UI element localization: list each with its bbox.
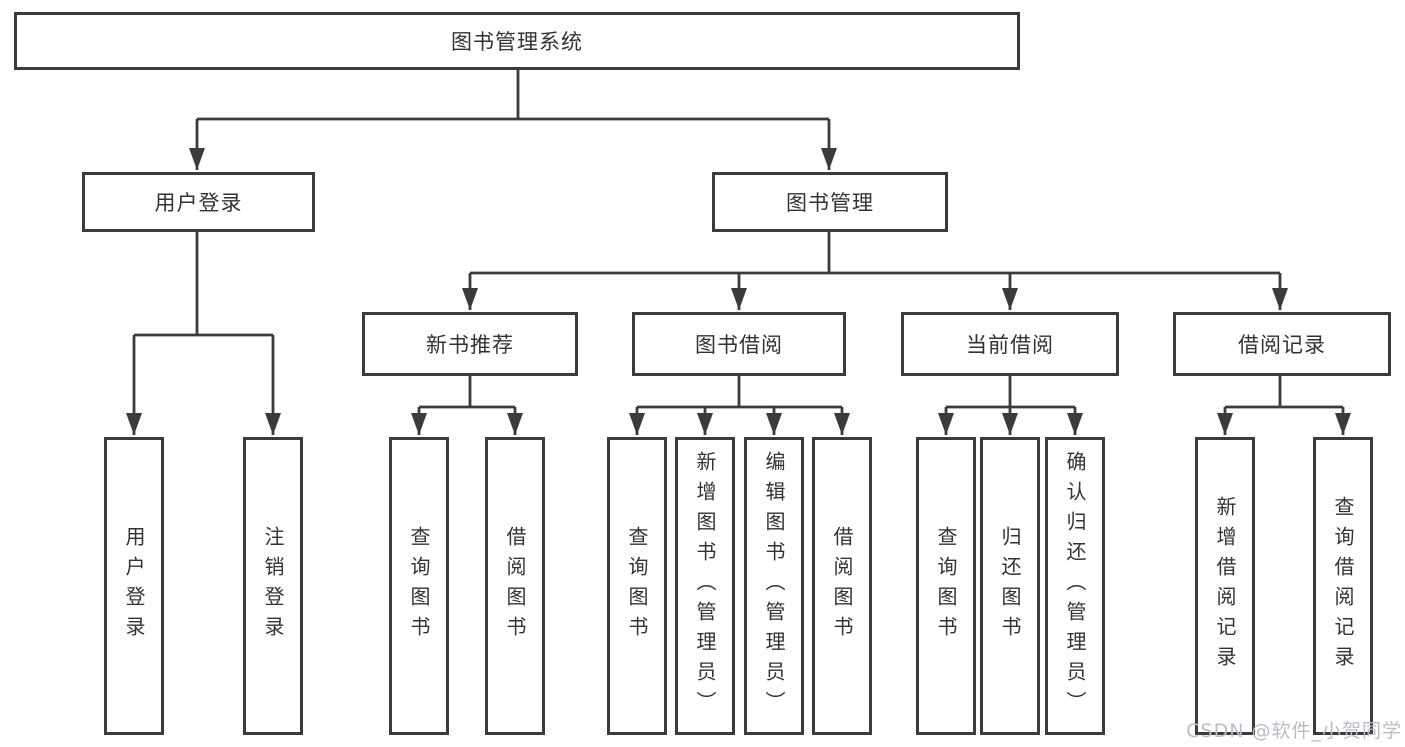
leaf-user-login: 用户登录 [104,437,164,735]
node-borrowing-records: 借阅记录 [1173,312,1391,376]
leaf-user-login-label: 用户登录 [122,526,146,646]
leaf-edit-books-admin: 编辑图书（管理员） [744,437,804,735]
leaf-add-books-admin-label: 新增图书（管理员） [693,451,717,721]
leaf-query-books-borrowing: 查询图书 [607,437,667,735]
node-root-label: 图书管理系统 [451,30,583,54]
leaf-query-books-borrowing-label: 查询图书 [625,526,649,646]
connector-segments [126,70,1351,435]
leaf-borrow-books-recommend-label: 借阅图书 [503,526,527,646]
leaf-borrow-books-recommend: 借阅图书 [485,437,545,735]
leaf-logout-login: 注销登录 [243,437,303,735]
leaf-query-books-current-label: 查询图书 [934,526,958,646]
node-book-borrowing: 图书借阅 [632,312,846,376]
node-book-management-label: 图书管理 [786,191,874,215]
leaf-borrow-books-borrowing-label: 借阅图书 [830,526,854,646]
leaf-query-books-recommend-label: 查询图书 [407,526,431,646]
leaf-query-books-recommend: 查询图书 [389,437,449,735]
node-new-book-recommend: 新书推荐 [362,312,578,376]
leaf-return-books-label: 归还图书 [998,526,1022,646]
leaf-add-books-admin: 新增图书（管理员） [675,437,735,735]
leaf-edit-books-admin-label: 编辑图书（管理员） [762,451,786,721]
leaf-add-borrow-record: 新增借阅记录 [1195,437,1255,735]
node-book-borrowing-label: 图书借阅 [695,333,783,357]
leaf-query-borrow-record: 查询借阅记录 [1313,437,1373,735]
node-user-login-label: 用户登录 [154,191,243,215]
node-user-login: 用户登录 [82,172,315,232]
leaf-return-books: 归还图书 [980,437,1040,735]
node-current-borrowing: 当前借阅 [901,312,1119,376]
leaf-confirm-return-admin: 确认归还（管理员） [1045,437,1105,735]
node-borrowing-records-label: 借阅记录 [1238,333,1326,357]
leaf-add-borrow-record-label: 新增借阅记录 [1213,496,1237,676]
leaf-query-borrow-record-label: 查询借阅记录 [1331,496,1355,676]
leaf-logout-login-label: 注销登录 [261,526,285,646]
watermark: CSDN @软件_小贺同学 [1186,720,1402,742]
leaf-confirm-return-admin-label: 确认归还（管理员） [1063,451,1087,721]
node-book-management: 图书管理 [712,172,948,232]
leaf-borrow-books-borrowing: 借阅图书 [812,437,872,735]
node-root: 图书管理系统 [14,12,1020,70]
node-current-borrowing-label: 当前借阅 [966,333,1054,357]
leaf-query-books-current: 查询图书 [916,437,976,735]
node-new-book-recommend-label: 新书推荐 [426,333,514,357]
